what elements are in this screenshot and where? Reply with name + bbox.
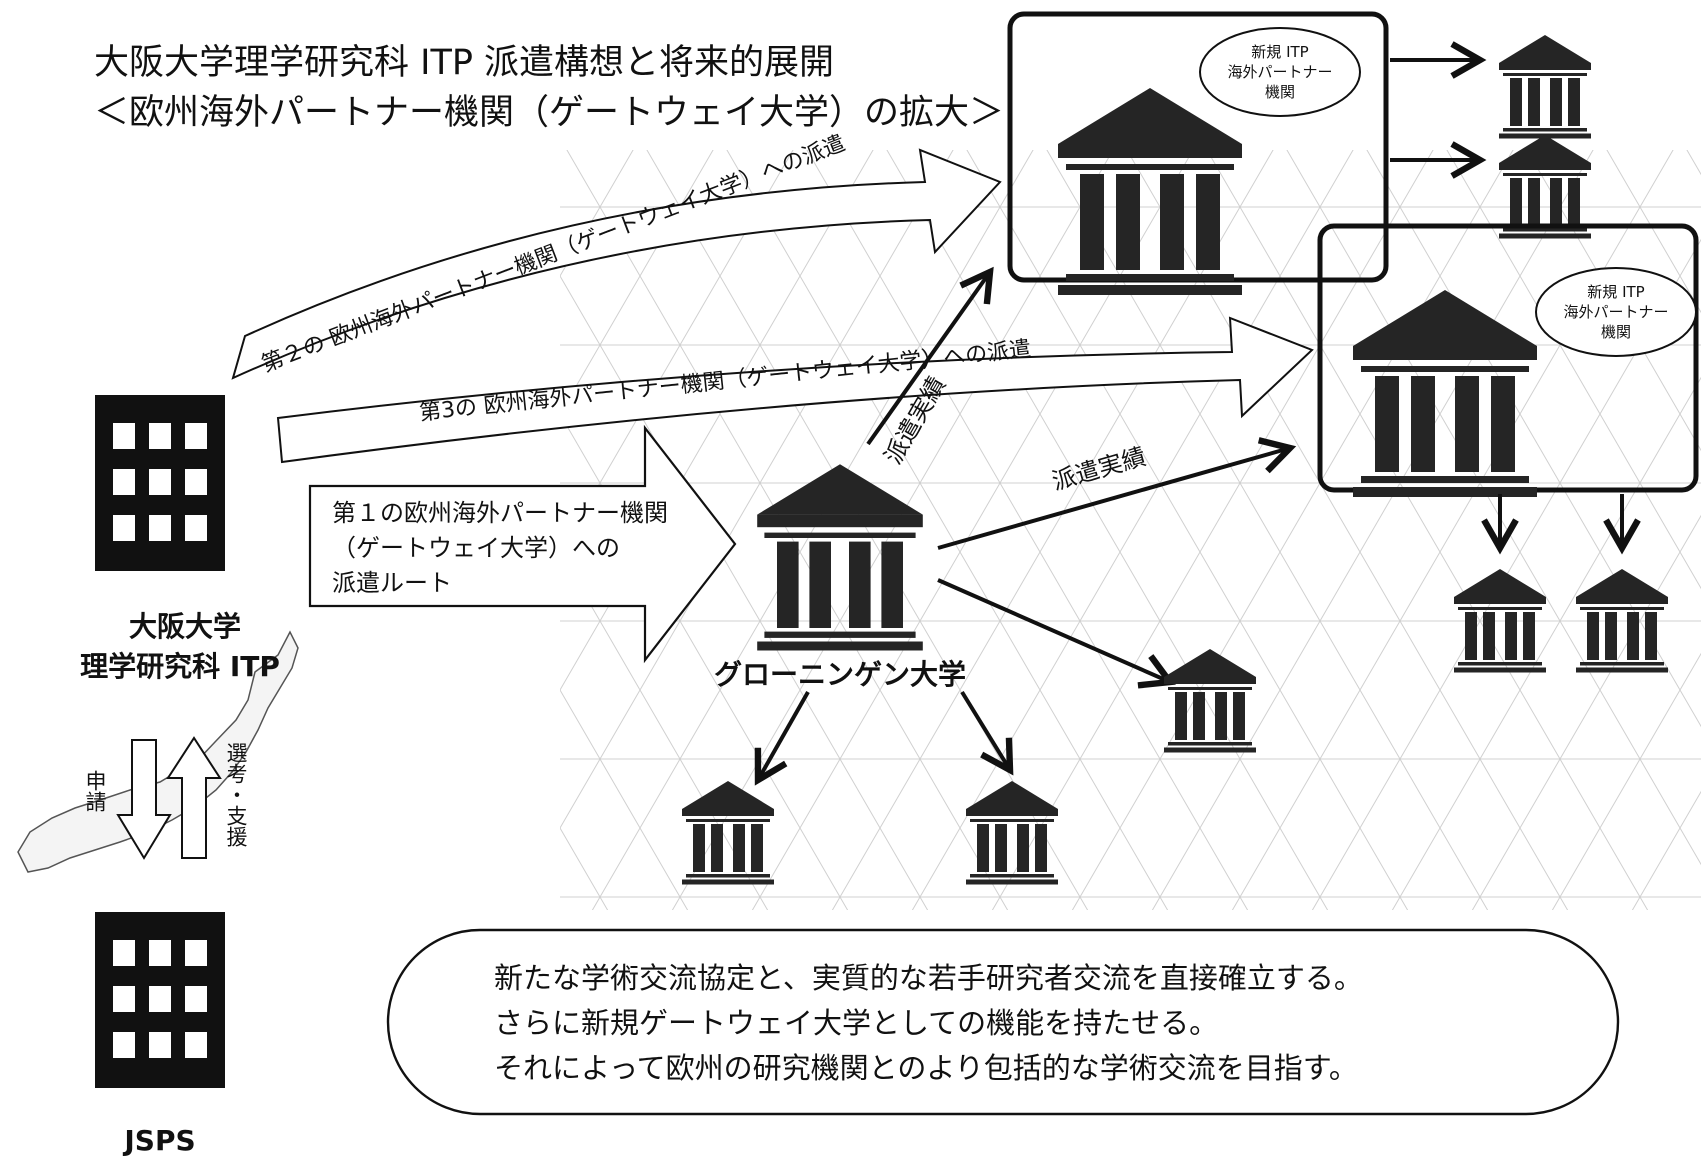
summary-line2: さらに新規ゲートウェイ大学としての機能を持たせる。	[494, 1006, 1218, 1040]
new-partner-badge	[1535, 267, 1697, 357]
dispatch-arrows	[754, 266, 1297, 786]
dispatch-arrow-up	[866, 266, 994, 446]
title-line1: 大阪大学理学研究科 ITP 派遣構想と将来的展開	[94, 43, 834, 83]
japan-map-icon	[17, 630, 299, 873]
first-route-label-line2: （ゲートウェイ大学）への	[332, 534, 620, 562]
new-partner-box-1: 新規 ITP 海外パートナー 機関	[1007, 11, 1389, 295]
new-partner-badge-line1: 新規 ITP	[1251, 43, 1308, 61]
new-partner-badge	[1199, 27, 1361, 117]
jsps-label: JSPS	[122, 1124, 195, 1157]
new-partner-box-2: 新規 ITP 海外パートナー 機関	[1317, 223, 1699, 497]
new-partner-badge-line2: 海外パートナー	[1227, 63, 1332, 81]
osaka-building-icon	[95, 395, 225, 571]
new-partner-badge-line1: 新規 ITP	[1587, 283, 1644, 301]
first-route-arrow: 第１の欧州海外パートナー機関 （ゲートウェイ大学）への 派遣ルート	[308, 424, 737, 664]
box1-arrows	[1390, 41, 1487, 179]
jsps-building-icon	[95, 912, 225, 1088]
apply-arrow	[116, 739, 172, 860]
box2-arrows	[1481, 494, 1641, 555]
osaka-label-line1: 大阪大学	[129, 610, 241, 643]
summary-line3: それによって欧州の研究機関とのより包括的な学術交流を目指す。	[494, 1051, 1358, 1085]
summary-box: 新たな学術交流協定と、実質的な若手研究者交流を直接確立する。 さらに新規ゲートウ…	[386, 928, 1620, 1116]
dispatch-arrow-lower	[960, 690, 1014, 776]
first-route-label-line1: 第１の欧州海外パートナー機関	[332, 499, 668, 527]
apply-label: 申請	[83, 770, 107, 812]
dispatch-arrow-right	[937, 437, 1297, 550]
dispatch-arrow-lower-left	[754, 691, 810, 786]
new-partner-badge-line3: 機関	[1601, 323, 1631, 341]
dispatch-arrow-lower-right	[937, 578, 1176, 689]
new-partner-badge-line2: 海外パートナー	[1563, 303, 1668, 321]
summary-line1: 新たな学術交流協定と、実質的な若手研究者交流を直接確立する。	[494, 961, 1363, 995]
support-arrow	[166, 736, 222, 859]
new-partner-badge-line3: 機関	[1265, 83, 1295, 101]
groningen-label: グローニンゲン大学	[714, 658, 966, 691]
first-route-label-line3: 派遣ルート	[332, 569, 452, 597]
support-label: 選考・支援	[224, 742, 248, 847]
title-line2: ＜欧州海外パートナー機関（ゲートウェイ大学）の拡大＞	[94, 93, 1004, 133]
osaka-label-line2: 理学研究科 ITP	[80, 650, 280, 683]
